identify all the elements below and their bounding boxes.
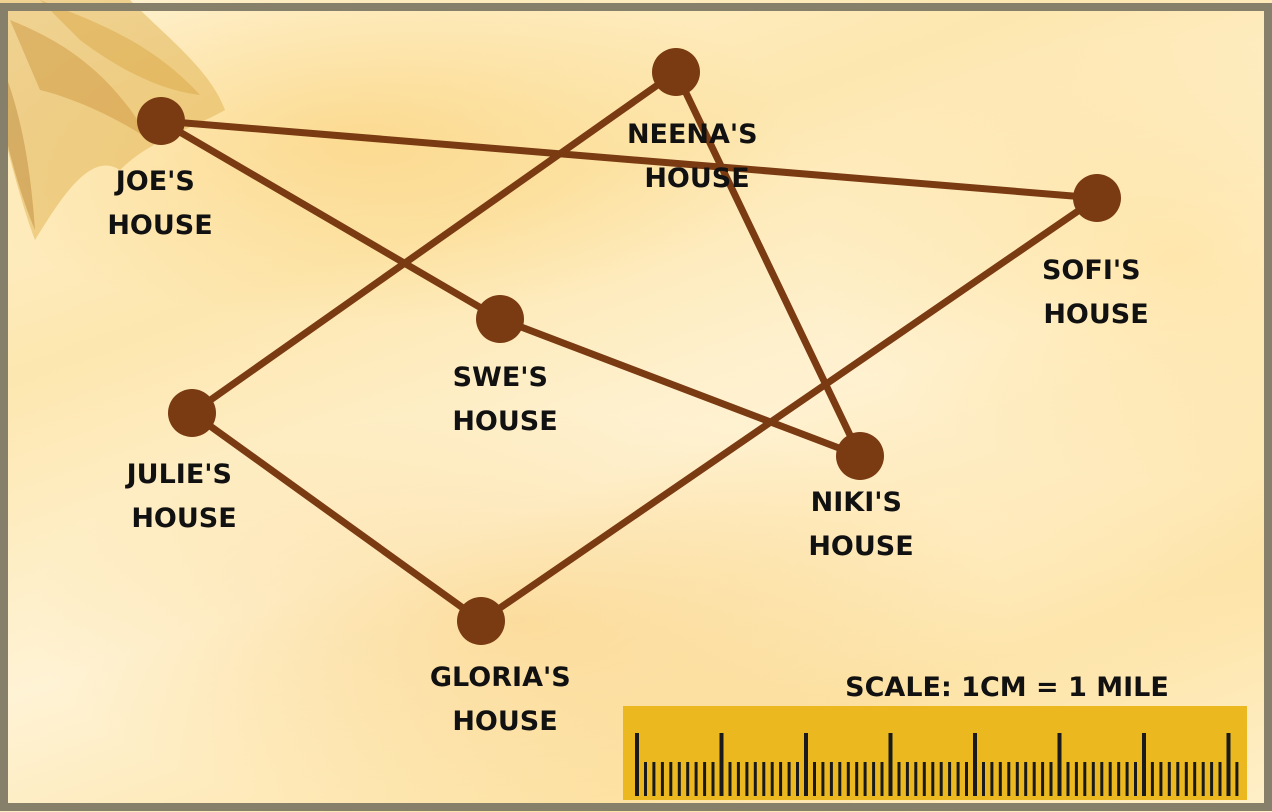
edge-gloria-sofi [479, 195, 1099, 624]
house-label-julie: JULIE'S HOUSE [125, 459, 242, 534]
house-labels: JOE'S HOUSE NEENA'S HOUSE SOFI'S HOUSE S… [107, 119, 1150, 737]
edge-joe-sofi [160, 117, 1098, 202]
house-nodes [137, 48, 1121, 645]
ruler-ticks [635, 733, 1239, 796]
path-lines [159, 69, 1099, 624]
frame-border [0, 3, 1272, 811]
house-label-neena: NEENA'S HOUSE [627, 119, 767, 194]
edge-neena-niki [672, 70, 864, 458]
house-label-joe: JOE'S HOUSE [107, 166, 212, 241]
edge-joe-swe [159, 117, 502, 323]
house-node-neena [652, 48, 700, 96]
house-node-julie [168, 389, 216, 437]
house-label-gloria: GLORIA'S HOUSE [430, 662, 580, 737]
edge-julie-gloria [189, 410, 484, 624]
scale-label: SCALE: 1CM = 1 MILE [845, 672, 1169, 703]
house-node-gloria [457, 597, 505, 645]
house-node-joe [137, 97, 185, 145]
house-node-niki [836, 432, 884, 480]
house-label-sofi: SOFI'S HOUSE [1042, 255, 1150, 330]
house-label-swe: SWE'S HOUSE [452, 362, 557, 437]
edge-neena-julie [189, 69, 679, 416]
scale-ruler [623, 706, 1247, 800]
house-label-niki: NIKI'S HOUSE [808, 487, 913, 562]
leaf-decoration [0, 0, 225, 240]
house-node-sofi [1073, 174, 1121, 222]
house-node-swe [476, 295, 524, 343]
edge-swe-niki [498, 315, 862, 460]
